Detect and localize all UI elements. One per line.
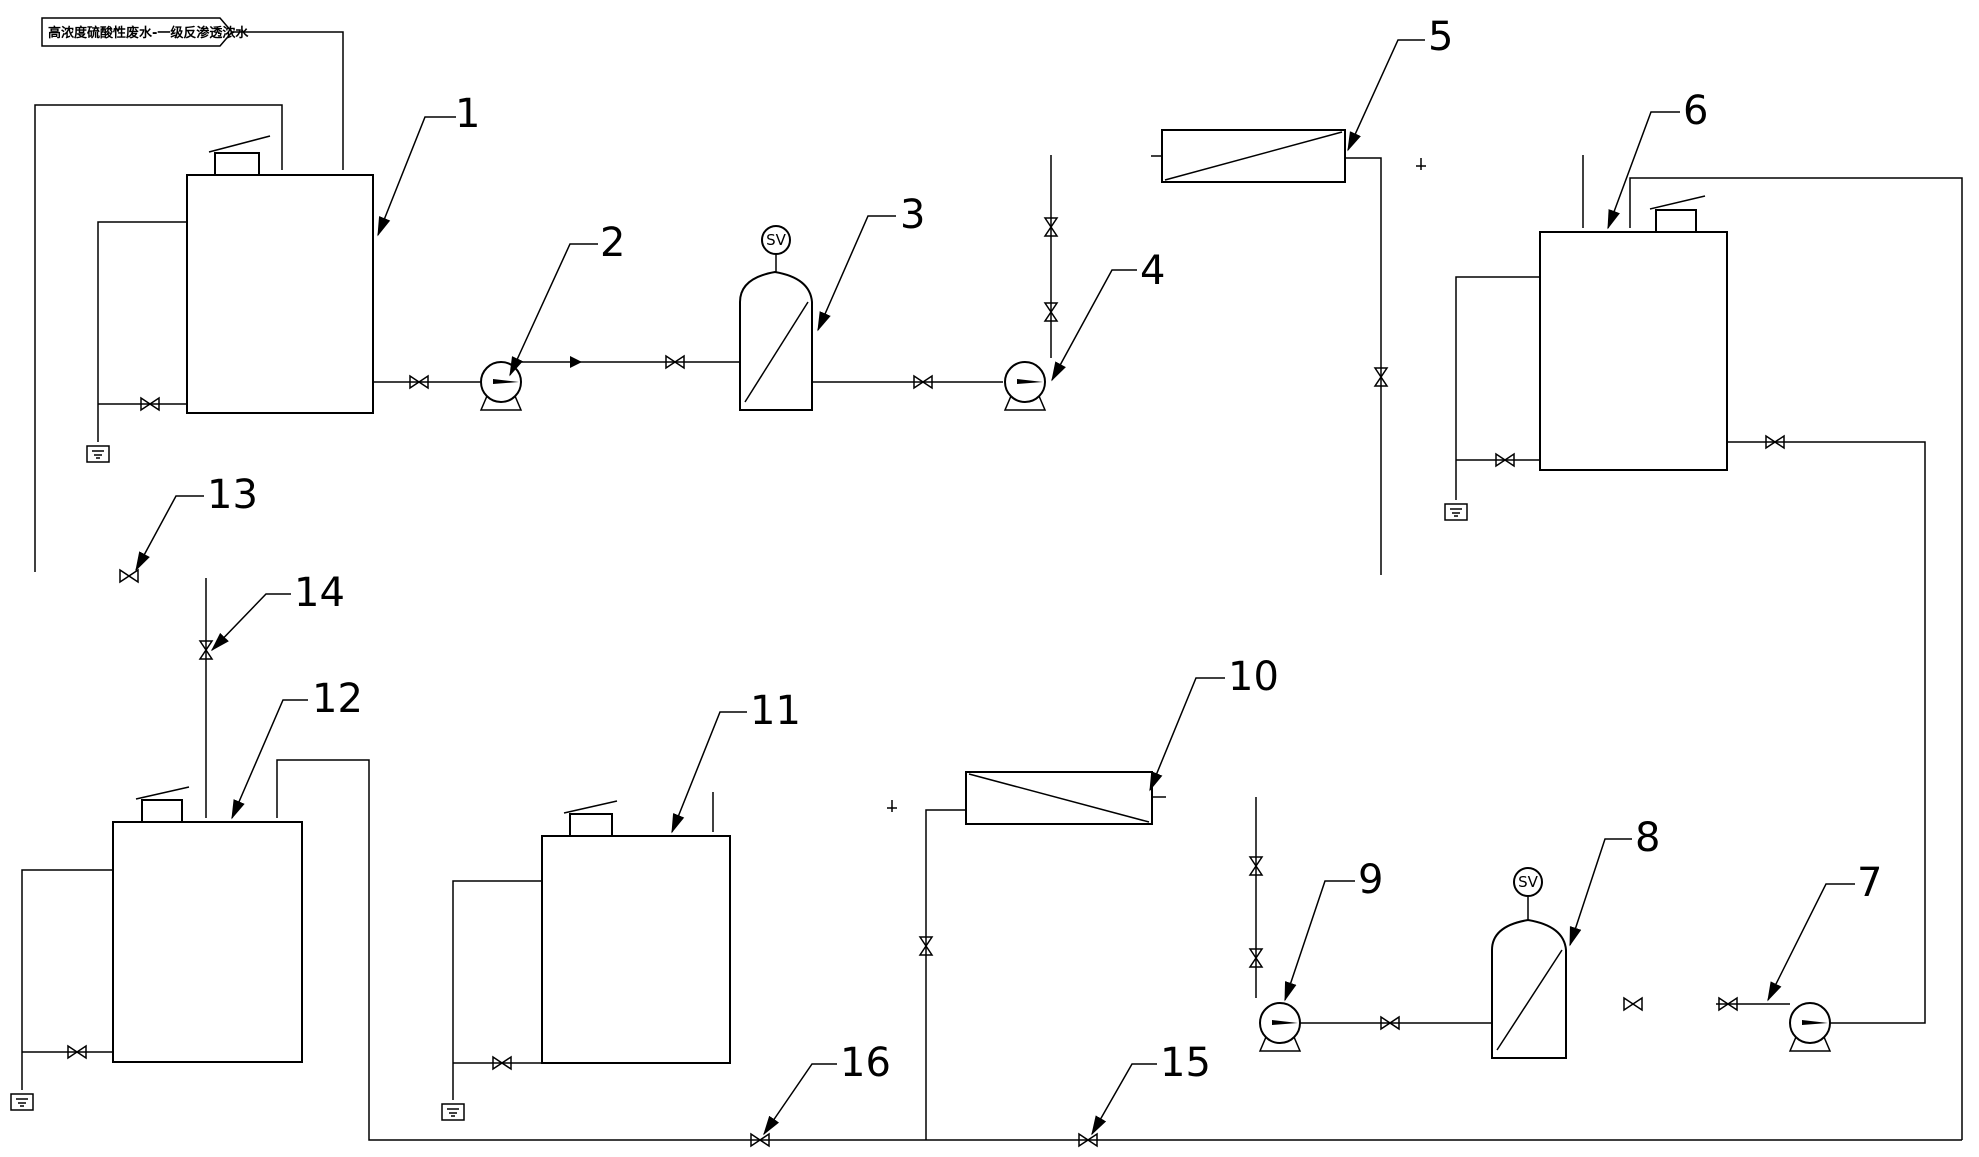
callout-16: 16 bbox=[763, 1040, 891, 1136]
membrane-5 bbox=[1151, 129, 1426, 575]
callout-12: 12 bbox=[231, 676, 363, 820]
tank-11 bbox=[441, 792, 731, 1121]
tank-6 bbox=[1444, 155, 1963, 1140]
svg-text:SV: SV bbox=[766, 231, 787, 249]
drain-icon bbox=[441, 1103, 465, 1121]
svg-text:10: 10 bbox=[1228, 654, 1279, 700]
inlet-banner: 高浓度硫酸性废水-一级反渗透浓水 bbox=[41, 17, 344, 170]
callout-4: 4 bbox=[1051, 248, 1165, 382]
svg-text:5: 5 bbox=[1428, 14, 1453, 60]
svg-text:12: 12 bbox=[312, 676, 363, 722]
tank-1 bbox=[34, 104, 480, 572]
callout-7: 7 bbox=[1767, 860, 1882, 1002]
callout-10: 10 bbox=[1149, 654, 1279, 792]
callout-15: 15 bbox=[1091, 1040, 1211, 1136]
callout-9: 9 bbox=[1284, 857, 1383, 1002]
svg-text:7: 7 bbox=[1857, 860, 1882, 906]
svg-text:8: 8 bbox=[1635, 815, 1660, 861]
svg-text:SV: SV bbox=[1518, 873, 1539, 891]
drain-icon bbox=[10, 1093, 34, 1111]
membrane-10 bbox=[887, 771, 1166, 1140]
callout-1: 1 bbox=[377, 91, 480, 237]
svg-text:1: 1 bbox=[455, 91, 480, 137]
gauge-icon bbox=[1513, 867, 1543, 897]
tank-12 bbox=[10, 569, 1962, 1141]
callout-14: 14 bbox=[210, 570, 345, 652]
gauge-icon bbox=[761, 225, 791, 255]
callout-11: 11 bbox=[671, 688, 801, 834]
svg-text:2: 2 bbox=[600, 220, 625, 266]
callout-6: 6 bbox=[1607, 88, 1708, 230]
sample-point-icon bbox=[887, 800, 897, 812]
sample-point-icon bbox=[1416, 158, 1426, 170]
callout-2: 2 bbox=[509, 220, 625, 377]
pump-2 bbox=[480, 355, 740, 411]
svg-text:11: 11 bbox=[750, 688, 801, 734]
callout-8: 8 bbox=[1569, 815, 1660, 947]
svg-text:9: 9 bbox=[1358, 857, 1383, 903]
svg-text:14: 14 bbox=[294, 570, 345, 616]
callout-5: 5 bbox=[1347, 14, 1453, 152]
svg-text:13: 13 bbox=[207, 472, 258, 518]
filter-3: SV bbox=[739, 225, 1003, 411]
inlet-label: 高浓度硫酸性废水-一级反渗透浓水 bbox=[48, 25, 249, 41]
svg-text:3: 3 bbox=[900, 192, 925, 238]
pump-7 bbox=[1623, 997, 1831, 1052]
svg-text:16: 16 bbox=[840, 1040, 891, 1086]
svg-text:6: 6 bbox=[1683, 88, 1708, 134]
callout-13: 13 bbox=[135, 472, 258, 572]
callout-3: 3 bbox=[817, 192, 925, 332]
drain-icon bbox=[86, 445, 110, 463]
svg-text:15: 15 bbox=[1160, 1040, 1211, 1086]
drain-icon bbox=[1444, 503, 1468, 521]
tank-1-manhole bbox=[214, 152, 260, 176]
pump-4 bbox=[1004, 155, 1058, 411]
svg-text:4: 4 bbox=[1140, 248, 1165, 294]
filter-8: SV bbox=[1300, 867, 1567, 1059]
pump-9 bbox=[1249, 797, 1301, 1052]
